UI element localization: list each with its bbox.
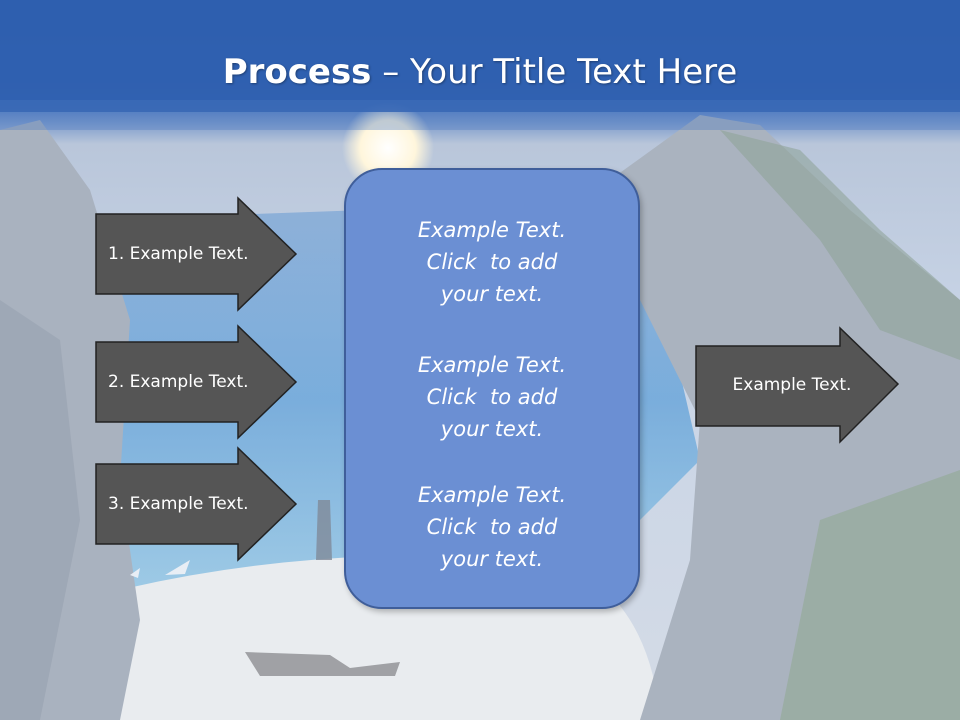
left-arrow-3[interactable]: 3. Example Text. — [94, 446, 298, 562]
paragraph-line: Click to add — [426, 515, 558, 539]
paragraph-line: Example Text. — [417, 353, 567, 377]
title-rest-text: – Your Title Text Here — [371, 52, 738, 92]
paragraph-line: your text. — [440, 547, 544, 571]
arrow-right-shape-icon — [695, 326, 900, 444]
arrow-right-shape-icon — [95, 324, 298, 440]
paragraph-line: Click to add — [426, 250, 558, 274]
center-paragraph-3[interactable]: Example Text. Click to add your text. — [346, 479, 638, 575]
arrow-right-shape-icon — [95, 196, 298, 312]
center-paragraph-1[interactable]: Example Text. Click to add your text. — [346, 214, 638, 310]
paragraph-line: your text. — [440, 417, 544, 441]
paragraph-line: Example Text. — [417, 483, 567, 507]
paragraph-line: Example Text. — [417, 218, 567, 242]
right-arrow[interactable]: Example Text. — [694, 326, 900, 444]
center-text-box[interactable]: Example Text. Click to add your text. Ex… — [344, 168, 640, 609]
paragraph-line: your text. — [440, 282, 544, 306]
left-arrow-1-label: 1. Example Text. — [108, 244, 249, 264]
center-paragraph-2[interactable]: Example Text. Click to add your text. — [346, 349, 638, 445]
paragraph-line: Click to add — [426, 385, 558, 409]
left-arrow-1[interactable]: 1. Example Text. — [94, 196, 298, 312]
arrow-right-shape-icon — [95, 446, 298, 562]
right-arrow-label: Example Text. — [732, 375, 852, 395]
left-arrow-2[interactable]: 2. Example Text. — [94, 324, 298, 440]
left-arrow-3-label: 3. Example Text. — [108, 494, 249, 514]
slide-title[interactable]: Process – Your Title Text Here — [0, 52, 960, 92]
title-bold-text: Process — [222, 52, 372, 92]
left-arrow-2-label: 2. Example Text. — [108, 372, 249, 392]
